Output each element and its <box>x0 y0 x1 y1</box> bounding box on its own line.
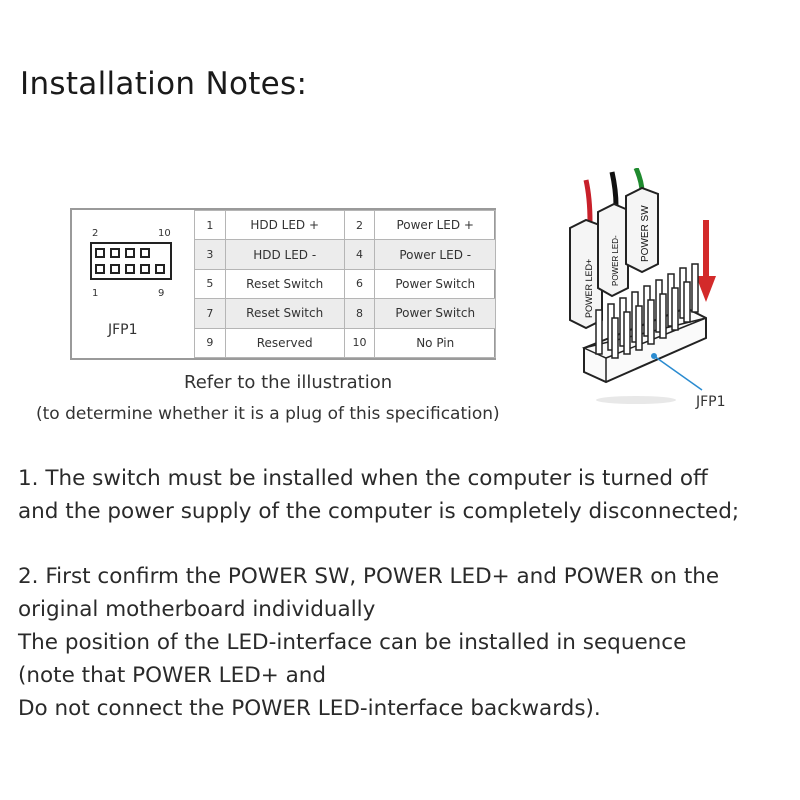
header-pin <box>125 264 135 274</box>
table-row: 1 HDD LED + 2 Power LED + <box>194 209 496 241</box>
table-row: 5 Reset Switch 6 Power Switch <box>194 268 496 300</box>
header-pin <box>95 248 105 258</box>
note-2: 2. First confirm the POWER SW, POWER LED… <box>18 560 719 725</box>
red-wire <box>583 179 593 223</box>
connector-power-led-minus: POWER LED- <box>597 202 629 298</box>
note-line: 1. The switch must be installed when the… <box>18 466 708 491</box>
connector-label: POWER SW <box>640 205 651 262</box>
connector-label: POWER LED- <box>611 235 620 286</box>
header-illustration: 2 10 1 9 JFP1 <box>72 210 194 358</box>
header-pin <box>125 248 135 258</box>
note-line: original motherboard individually <box>18 597 376 622</box>
table-row: 3 HDD LED - 4 Power LED - <box>194 239 496 270</box>
pin-number-top-right: 10 <box>158 228 171 239</box>
pin-function: Power LED + <box>374 209 496 241</box>
pin-number-bottom-left: 1 <box>92 288 99 299</box>
black-wire <box>609 171 619 207</box>
insert-arrow-icon <box>696 220 716 302</box>
page-title: Installation Notes: <box>20 66 308 102</box>
note-line: Do not connect the POWER LED-interface b… <box>18 696 601 721</box>
note-1: 1. The switch must be installed when the… <box>18 462 739 528</box>
diagram-caption-line-1: Refer to the illustration <box>184 372 393 393</box>
pinout-table: 1 HDD LED + 2 Power LED + 3 HDD LED - 4 … <box>194 209 496 359</box>
connector-label: POWER LED+ <box>584 259 594 318</box>
table-row: 7 Reset Switch 8 Power Switch <box>194 298 496 329</box>
header-pin-empty <box>155 248 165 258</box>
pin-function: No Pin <box>374 327 496 359</box>
pin-number: 7 <box>194 298 226 329</box>
pin-function: HDD LED - <box>224 239 345 270</box>
pointer-line <box>653 355 703 391</box>
note-line: 2. First confirm the POWER SW, POWER LED… <box>18 564 720 589</box>
pin-function: Reset Switch <box>224 268 345 300</box>
pin-function: Reserved <box>224 327 345 359</box>
shadow <box>596 396 676 404</box>
connector-power-sw: POWER SW <box>625 186 659 274</box>
header-pin <box>110 264 120 274</box>
pin-header-shape <box>90 242 172 280</box>
connector-pointer-label: JFP1 <box>696 394 726 410</box>
diagram-caption-line-2: (to determine whether it is a plug of th… <box>36 404 500 424</box>
pin-function: Power Switch <box>374 268 496 300</box>
note-line: The position of the LED-interface can be… <box>18 630 687 655</box>
pin-number: 3 <box>194 239 226 270</box>
pin-function: Power LED - <box>374 239 496 270</box>
jfp1-label: JFP1 <box>108 322 138 338</box>
header-pin <box>95 264 105 274</box>
table-row: 9 Reserved 10 No Pin <box>194 327 496 359</box>
pin-function: Reset Switch <box>224 298 345 329</box>
note-line: (note that POWER LED+ and <box>18 663 327 688</box>
pin-number: 1 <box>194 209 226 241</box>
header-pin <box>155 264 165 274</box>
jfp1-pinout-diagram: 2 10 1 9 JFP1 1 HDD LED + 2 Power LED + … <box>70 208 496 360</box>
pin-number: 6 <box>343 268 376 300</box>
pin-number: 5 <box>194 268 226 300</box>
connector-illustration: POWER LED+ POWER LED- POWER SW <box>569 168 716 404</box>
pin-number: 8 <box>343 298 376 329</box>
header-pin <box>140 248 150 258</box>
pin-number: 4 <box>343 239 376 270</box>
header-pins <box>595 263 699 359</box>
pin-number-top-left: 2 <box>92 228 99 239</box>
pin-number: 10 <box>343 327 376 359</box>
pin-number: 2 <box>343 209 376 241</box>
note-line: and the power supply of the computer is … <box>18 499 740 524</box>
header-pin <box>140 264 150 274</box>
pin-number: 9 <box>194 327 226 359</box>
pin-function: HDD LED + <box>224 209 345 241</box>
pin-function: Power Switch <box>374 298 496 329</box>
header-pin <box>110 248 120 258</box>
pin-number-bottom-right: 9 <box>158 288 165 299</box>
